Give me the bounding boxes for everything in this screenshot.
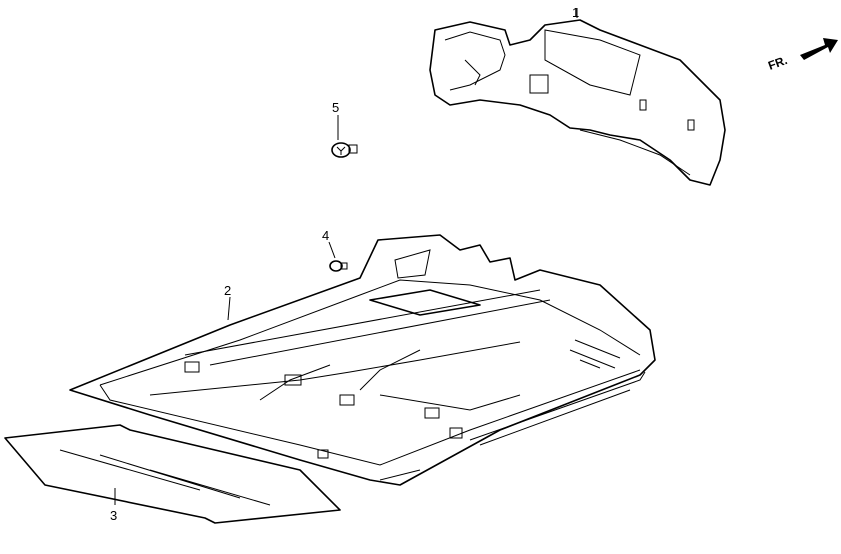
- front-direction-indicator: FR.: [766, 38, 838, 73]
- part-5-clip: 5: [331, 100, 358, 158]
- part-3-mat-sheet: 3: [4, 424, 341, 524]
- callout-5: 5: [332, 100, 339, 115]
- callout-2: 2: [224, 283, 231, 298]
- part-1-trim-panel: 1: [429, 5, 726, 186]
- part-4-clip: 4: [322, 228, 348, 272]
- callout-3: 3: [110, 508, 117, 523]
- callout-4: 4: [322, 228, 329, 243]
- front-label: FR.: [766, 53, 789, 73]
- part-2-floor-carpet: 2: [69, 234, 656, 486]
- callout-1: 1: [572, 5, 579, 20]
- front-arrow-icon: [800, 38, 838, 60]
